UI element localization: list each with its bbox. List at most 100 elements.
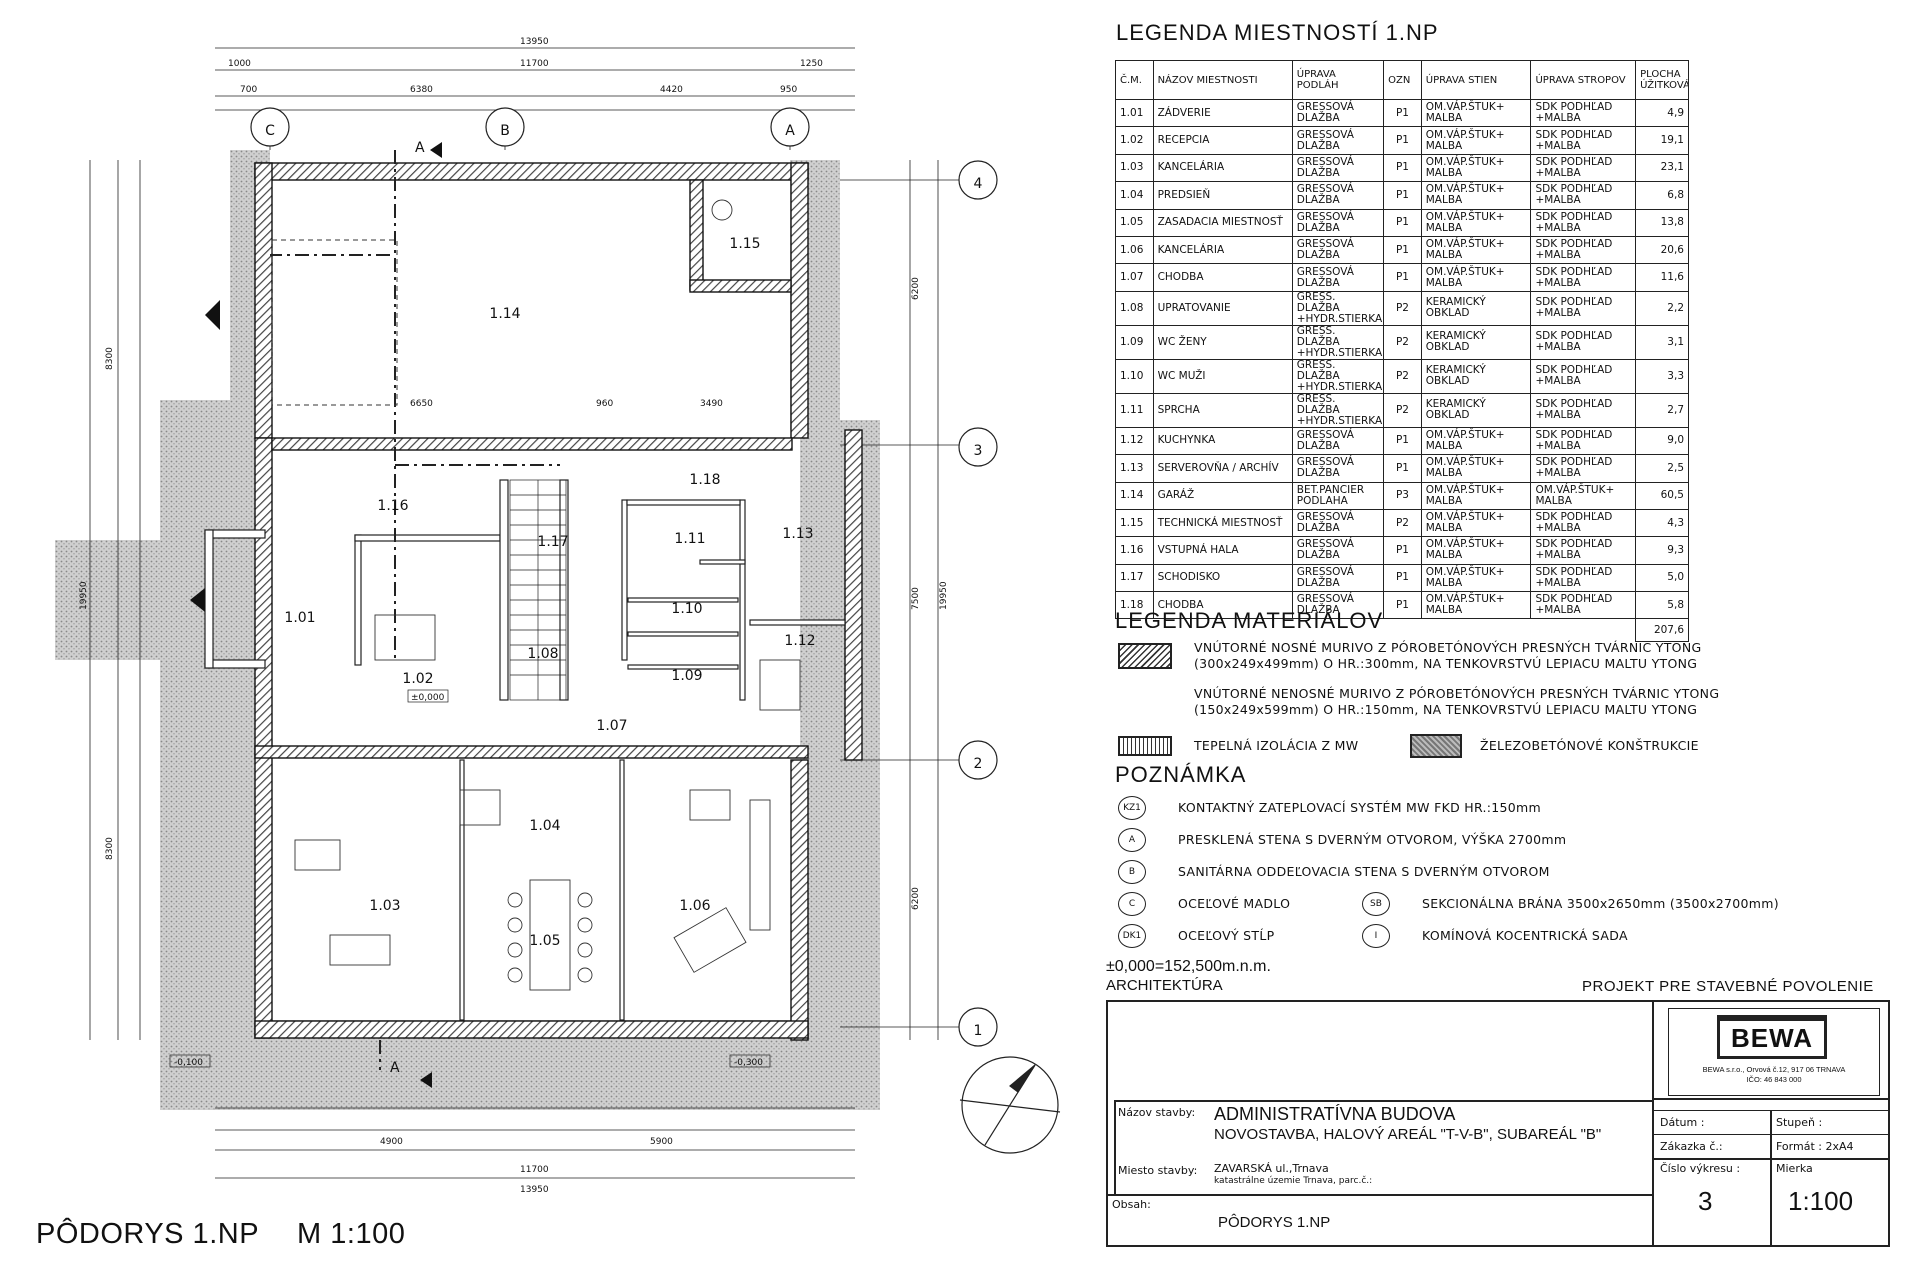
mw-insulation-swatch: [1118, 736, 1172, 756]
cell-walls: OM.VÁP.ŠTUK+ MALBA: [1420, 508, 1532, 538]
note-b: SANITÁRNA ODDEĽOVACIA STENA S DVERNÝM OT…: [1178, 864, 1550, 879]
format-label: Formát : 2xA4: [1776, 1140, 1854, 1153]
miesto-label: Miesto stavby:: [1118, 1164, 1198, 1177]
room-label-1.12: 1.12: [784, 633, 815, 649]
cell-walls: OM.VÁP.ŠTUK+ MALBA: [1420, 481, 1532, 510]
grid-label-1: 1: [974, 1023, 983, 1039]
entrance-marker: [190, 588, 205, 612]
cell-ozn: P2: [1383, 508, 1422, 538]
material-ytong150: VNÚTORNÉ NENOSNÉ MURIVO Z PÓROBETÓNOVÝCH…: [1194, 686, 1720, 717]
cell-floor: GRESSOVÁ DLAŽBA: [1291, 426, 1385, 456]
stair: [509, 479, 567, 701]
cislo-label: Číslo výkresu :: [1660, 1162, 1741, 1175]
cell-walls: OM.VÁP.ŠTUK+ MALBA: [1420, 263, 1532, 292]
cell-floor: GRESSOVÁ DLAŽBA: [1291, 591, 1385, 620]
ytong-swatch: [1118, 643, 1172, 669]
grid-label-c: C: [265, 123, 275, 139]
cell-name: SPRCHA: [1152, 392, 1293, 428]
cell-name: GARÁŽ: [1152, 481, 1293, 510]
cell-walls: KERAMICKÝ OBKLAD: [1420, 358, 1532, 394]
svg-text:6200: 6200: [911, 277, 921, 300]
svg-text:4900: 4900: [380, 1137, 403, 1147]
svg-text:8300: 8300: [105, 347, 115, 370]
cell-area: 5,8: [1635, 591, 1689, 620]
cell-floor: GRESSOVÁ DLAŽBA: [1291, 126, 1385, 155]
note-symbol-sb: SB: [1362, 892, 1390, 916]
material-mw: TEPELNÁ IZOLÁCIA Z MW: [1194, 738, 1359, 753]
cell-walls: OM.VÁP.ŠTUK+ MALBA: [1420, 454, 1532, 483]
note-symbol-i: I: [1362, 924, 1390, 948]
cell-ceiling: SDK PODHĽAD +MALBA: [1530, 98, 1637, 128]
room-label-1.10: 1.10: [671, 601, 702, 617]
garage-door-marker: [205, 300, 220, 330]
room-label-1.09: 1.09: [671, 668, 702, 684]
cell-floor: GRESSOVÁ DLAŽBA: [1291, 536, 1385, 565]
exterior-walls: [254, 162, 863, 1041]
project-stage: PROJEKT PRE STAVEBNÉ POVOLENIE: [1582, 978, 1874, 995]
cell-area: 11,6: [1635, 263, 1689, 292]
svg-text:4420: 4420: [660, 85, 683, 95]
cell-cm: 1.13: [1115, 454, 1154, 483]
svg-text:1250: 1250: [800, 59, 823, 69]
cell-ceiling: SDK PODHĽAD +MALBA: [1530, 454, 1637, 483]
cell-ceiling: SDK PODHĽAD +MALBA: [1530, 263, 1637, 292]
note-symbol-kz1: KZ1: [1118, 796, 1146, 820]
datum-label: Dátum :: [1660, 1116, 1705, 1129]
total-row: 207,6: [1116, 618, 1689, 643]
cell-cm: 1.09: [1115, 324, 1154, 360]
cell-ceiling: SDK PODHĽAD +MALBA: [1530, 563, 1637, 593]
svg-text:-0,300: -0,300: [734, 1058, 763, 1068]
svg-text:7500: 7500: [911, 587, 921, 610]
header-walls: ÚPRAVA STIEN: [1420, 60, 1532, 100]
note-kz1: KONTAKTNÝ ZATEPLOVACÍ SYSTÉM MW FKD HR.:…: [1178, 800, 1541, 815]
svg-text:8300: 8300: [105, 837, 115, 860]
grid-label-a: A: [785, 123, 795, 139]
svg-text:1000: 1000: [228, 59, 251, 69]
cell-name: WC MUŽI: [1152, 358, 1293, 394]
cell-ceiling: SDK PODHĽAD +MALBA: [1530, 208, 1637, 237]
cell-cm: 1.03: [1115, 153, 1154, 183]
cell-area: 19,1: [1635, 126, 1689, 155]
tb-line-v2: [1770, 1110, 1772, 1245]
cell-area: 3,1: [1635, 324, 1689, 360]
table-header-row: Č.M. NÁZOV MIESTNOSTI ÚPRAVA PODLÁH OZN …: [1115, 60, 1689, 100]
svg-text:950: 950: [780, 85, 797, 95]
cell-floor: GRESS. DLAŽBA +HYDR.STIERKA: [1291, 290, 1385, 326]
level-marker: ±0,000 -0,100 -0,300: [169, 689, 771, 1068]
note-c: OCEĽOVÉ MADLO: [1178, 896, 1291, 911]
svg-text:13950: 13950: [520, 1185, 549, 1195]
note-i: KOMÍNOVÁ KOCENTRICKÁ SADA: [1422, 928, 1628, 943]
room-label-1.07: 1.07: [596, 718, 627, 734]
cell-cm: 1.18: [1115, 591, 1154, 620]
svg-text:11700: 11700: [520, 1165, 549, 1175]
furniture: [294, 199, 801, 991]
svg-text:960: 960: [596, 399, 613, 409]
cell-ozn: P1: [1383, 536, 1422, 565]
cell-ceiling: SDK PODHĽAD +MALBA: [1530, 591, 1637, 620]
note-a: PRESKLENÁ STENA S DVERNÝM OTVOROM, VÝŠKA…: [1178, 832, 1567, 847]
cislo-value: 3: [1698, 1186, 1713, 1216]
cell-cm: 1.15: [1115, 508, 1154, 538]
svg-text:6200: 6200: [911, 887, 921, 910]
cell-ozn: P1: [1383, 208, 1422, 237]
cell-ozn: P3: [1383, 481, 1422, 510]
exterior-terrain: [55, 150, 880, 1110]
cell-walls: OM.VÁP.ŠTUK+ MALBA: [1420, 208, 1532, 237]
header-name: NÁZOV MIESTNOSTI: [1152, 60, 1293, 100]
cell-ceiling: SDK PODHĽAD +MALBA: [1530, 426, 1637, 456]
cell-cm: 1.10: [1115, 358, 1154, 394]
title-block: BEWA BEWA s.r.o., Orvová č.12, 917 06 TR…: [1106, 1000, 1890, 1247]
level-note: ±0,000=152,500m.n.m.: [1106, 958, 1271, 975]
cell-walls: KERAMICKÝ OBKLAD: [1420, 290, 1532, 326]
cell-name: KANCELÁRIA: [1152, 235, 1293, 265]
